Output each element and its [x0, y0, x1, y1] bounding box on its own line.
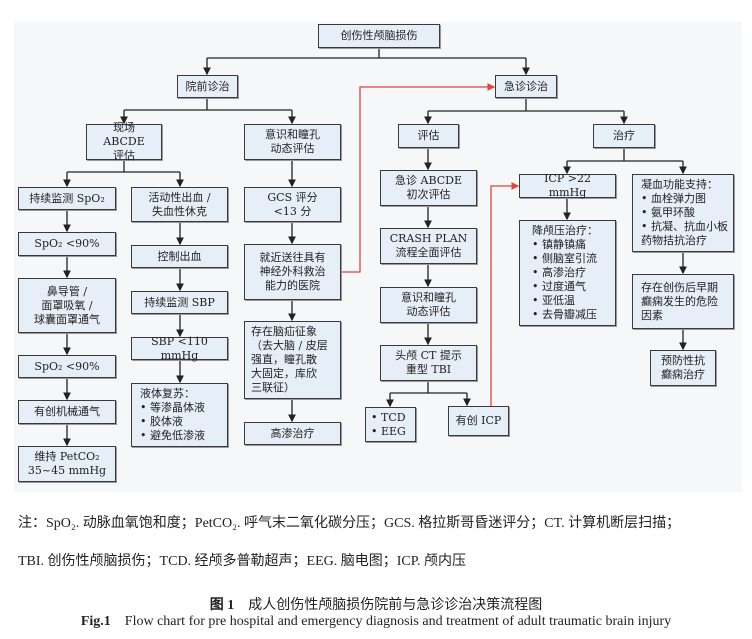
caption-en-label: Fig.1	[80, 614, 111, 629]
node-antiepileptic: 预防性抗 癫痫治疗	[650, 350, 716, 386]
node-monitor-sbp: 持续监测 SBP	[131, 291, 228, 314]
node-assessment: 评估	[398, 124, 459, 148]
node-crash-plan: CRASH PLAN 流程全面评估	[380, 228, 477, 264]
note-line-1: 注：SpO₂. 动脉血氧饱和度；PetCO₂. 呼气末二氧化碳分压；GCS. 格…	[18, 516, 681, 531]
connector	[207, 48, 526, 59]
node-bleeding-shock: 活动性出血 / 失血性休克	[131, 187, 228, 222]
caption-en-title: Flow chart for pre hospital and emergenc…	[124, 614, 672, 629]
node-ct: 头颅 CT 提示 重型 TBI	[380, 345, 477, 381]
node-herniation: 存在脑疝征象 （去大脑 / 皮层 强直，瞳孔散 大固定，库欣 三联征）	[244, 321, 341, 399]
node-sbp-low: SBP <110 mmHg	[131, 335, 228, 362]
node-consciousness-pre: 意识和瞳孔 动态评估	[244, 124, 341, 160]
node-consciousness-ed: 意识和瞳孔 动态评估	[380, 287, 477, 323]
node-ed-abcde: 急诊 ABCDE 初次评估	[380, 170, 477, 206]
node-spo2-low-1: SpO₂ <90%	[18, 232, 116, 256]
caption-en: Fig.1 Flow chart for pre hospital and eme…	[0, 614, 752, 630]
node-control-bleeding: 控制出血	[131, 245, 228, 268]
connector	[390, 381, 467, 394]
node-root: 创伤性颅脑损伤	[318, 24, 440, 48]
node-transfer: 就近送往具有 神经外科救治 能力的医院	[244, 244, 341, 300]
node-invasive-icp: 有创 ICP	[448, 406, 509, 436]
node-monitor-spo2: 持续监测 SpO₂	[18, 187, 116, 210]
node-petco2: 维持 PetCO₂ 35~45 mmHg	[18, 446, 116, 482]
red-icp-arrow	[490, 182, 520, 406]
connector	[67, 160, 180, 173]
note-line-2: TBI. 创伤性颅脑损伤；TCD. 经颅多普勒超声；EEG. 脑电图；ICP. …	[18, 554, 466, 569]
caption-cn-title: 成人创伤性颅脑损伤院前与急诊诊治决策流程图	[248, 598, 543, 613]
node-oxygen: 鼻导管 / 面罩吸氧 / 球囊面罩通气	[18, 278, 116, 333]
node-hyperosmolar: 高渗治疗	[244, 422, 341, 445]
node-prehospital: 院前诊治	[177, 75, 238, 98]
node-tcd-eeg: • TCD • EEG	[365, 407, 416, 442]
node-gcs: GCS 评分 <13 分	[244, 187, 341, 222]
connector	[567, 148, 683, 162]
node-fluid: 液体复苏： • 等渗晶体液 • 胶体液 • 避免低渗液	[131, 383, 228, 447]
node-mech-vent: 有创机械通气	[18, 400, 116, 424]
caption-cn: 图 1 成人创伤性颅脑损伤院前与急诊诊治决策流程图	[0, 594, 752, 614]
node-emergency: 急诊诊治	[495, 75, 557, 98]
node-seizure-risk: 存在创伤后早期 癫痫发生的危险 因素	[632, 274, 734, 329]
caption-cn-label: 图 1	[209, 598, 235, 613]
node-icp-therapy: 降颅压治疗： • 镇静镇痛 • 侧脑室引流 • 高渗治疗 • 过度通气 • 亚低…	[519, 220, 616, 326]
red-transfer-arrow	[341, 83, 496, 273]
node-spo2-low-2: SpO₂ <90%	[18, 355, 116, 378]
connector	[124, 98, 292, 111]
node-icp-high: ICP >22 mmHg	[519, 172, 616, 199]
node-treatment: 治疗	[593, 124, 655, 148]
connector	[428, 98, 624, 112]
node-coag-support: 凝血功能支持： • 血栓弹力图 • 氨甲环酸 • 抗凝、抗血小板 药物拮抗治疗	[632, 174, 734, 252]
node-scene-abcde: 现场 ABCDE 评估	[86, 121, 162, 162]
